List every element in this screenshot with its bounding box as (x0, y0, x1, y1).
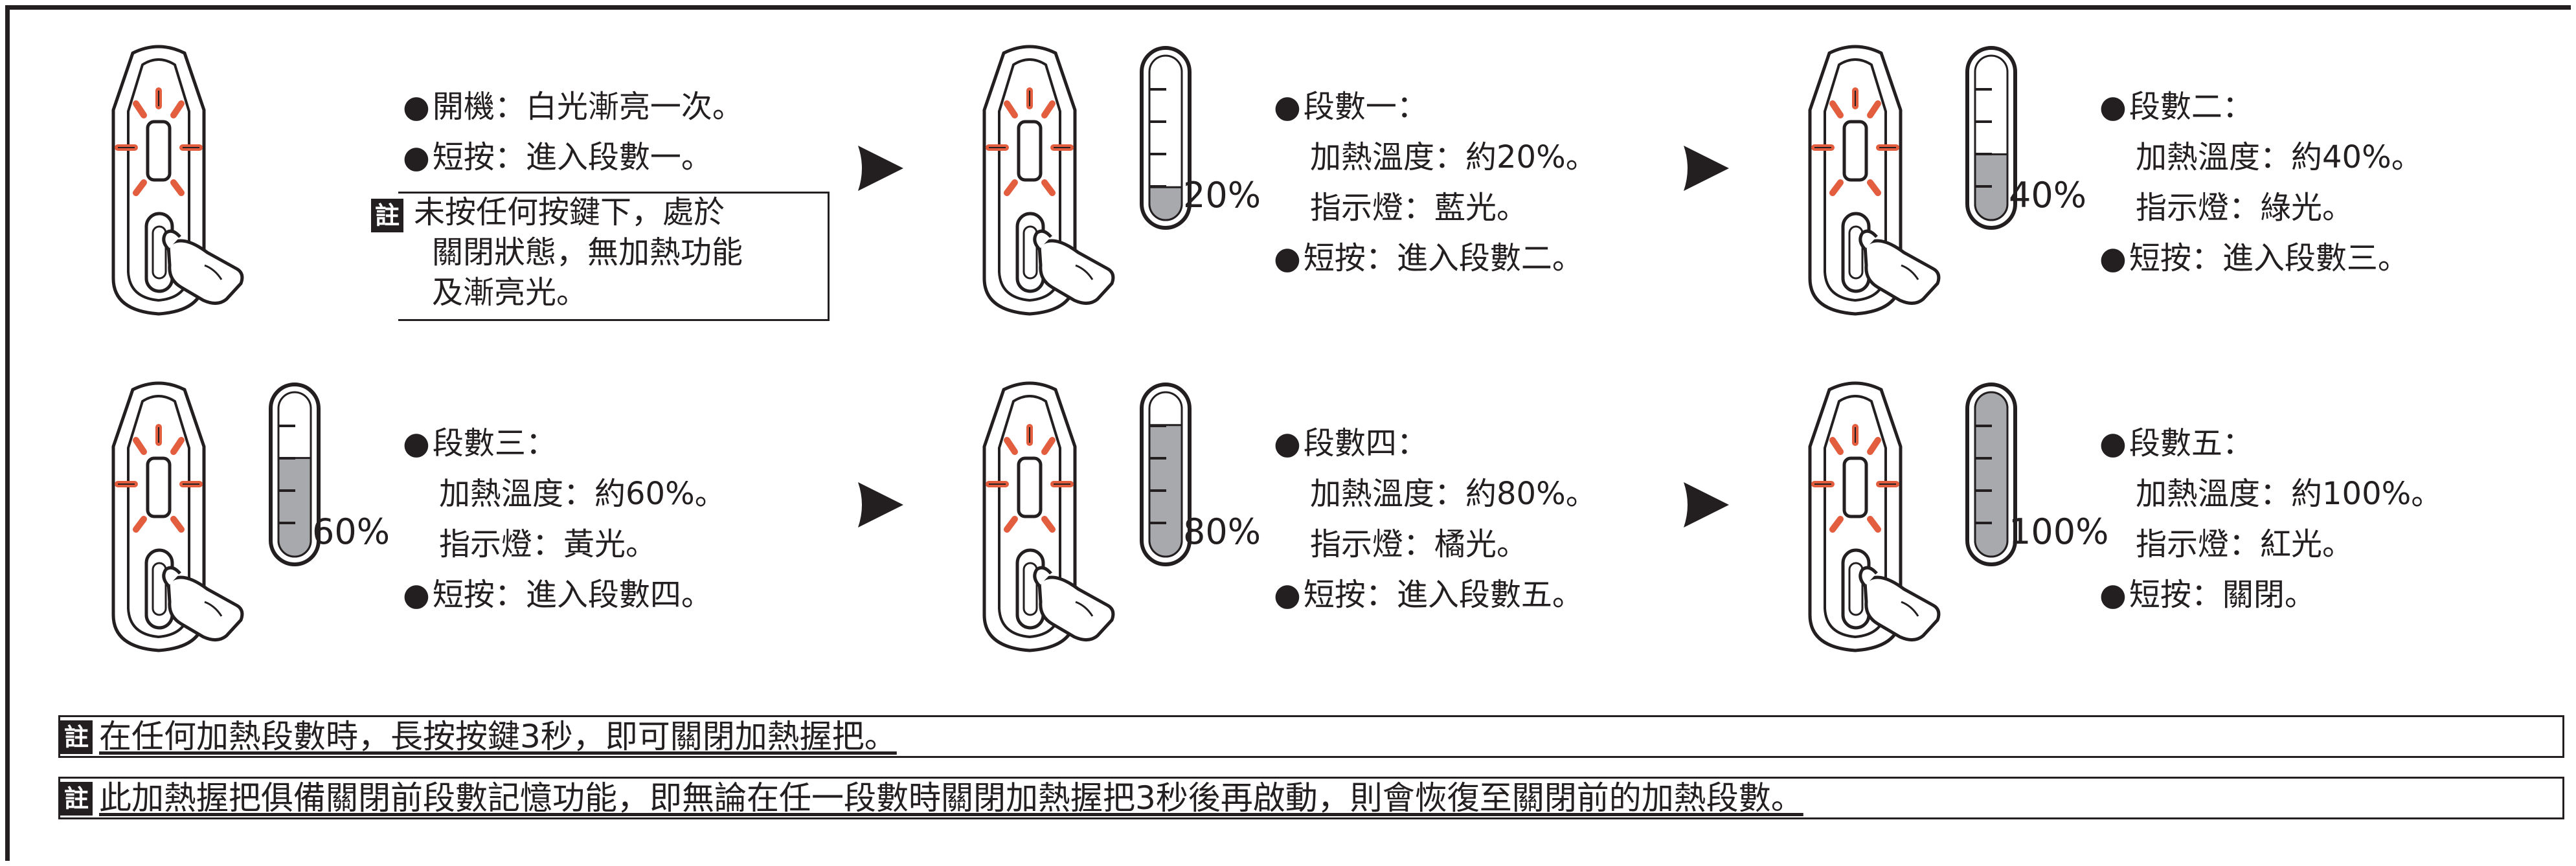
step-level-2: 40% 段數二： 加熱溫度：約40%。 指示燈：綠光。 短按：進入段數三。 (1768, 39, 2576, 375)
heat-percent-label: 60% (312, 511, 390, 552)
arrow-right-icon (1684, 133, 1729, 204)
heat-percent-label: 20% (1183, 175, 1261, 216)
intro-note-box: 註 未按任何按鍵下，處於 關閉狀態，無加熱功能 及漸亮光。 (371, 192, 830, 321)
arrow-right-icon (858, 133, 903, 204)
step-indicator-light: 指示燈：藍光。 (1310, 190, 1528, 226)
handgrip-device-icon (1768, 39, 1943, 317)
step-indicator-light: 指示燈：綠光。 (2136, 190, 2354, 226)
note-tag: 註 (60, 720, 93, 754)
step-short-press: 短按：進入段數五。 (1274, 570, 1597, 620)
gauge-fill (277, 457, 312, 558)
step-title: 段數二： (2099, 82, 2423, 132)
step-title: 段數三： (403, 418, 726, 469)
heat-level-gauge (1965, 46, 2017, 230)
handgrip-device-icon (942, 375, 1117, 654)
arrow-right-icon (1684, 469, 1729, 540)
step-text: 段數一： 加熱溫度：約20%。 指示燈：藍光。 短按：進入段數二。 (1274, 82, 1597, 283)
heat-percent-label: 100% (2009, 511, 2109, 552)
step-temperature: 加熱溫度：約100%。 (2136, 476, 2443, 512)
note-tag: 註 (371, 199, 403, 232)
step-temperature: 加熱溫度：約40%。 (2136, 139, 2423, 175)
heat-level-gauge (269, 383, 321, 566)
step-level-5: 100% 段數五： 加熱溫度：約100%。 指示燈：紅光。 短按：關閉。 (1768, 375, 2576, 712)
step-indicator-light: 指示燈：紅光。 (2136, 526, 2354, 562)
short-press-line: 短按：進入段數一。 (403, 132, 743, 183)
step-indicator-light: 指示燈：橘光。 (1310, 526, 1528, 562)
footer-note-1: 註在任何加熱段數時，長按按鍵3秒，即可關閉加熱握把。 (58, 715, 2564, 758)
heat-level-gauge (1965, 383, 2017, 566)
gauge-fill (1148, 186, 1183, 221)
step-short-press: 短按：進入段數三。 (2099, 233, 2423, 283)
heat-percent-label: 80% (1183, 511, 1261, 552)
page-frame (5, 5, 2571, 861)
handgrip-device-icon (71, 375, 246, 654)
footer-note-text: 此加熱握把俱備關閉前段數記憶功能，即無論在任一段數時關閉加熱握把3秒後再啟動，則… (99, 779, 1803, 817)
step-short-press: 短按：進入段數二。 (1274, 233, 1597, 283)
intro-note-lines: 未按任何按鍵下，處於 關閉狀態，無加熱功能 及漸亮光。 (414, 192, 743, 313)
note-line: 未按任何按鍵下，處於 (414, 194, 725, 230)
step-power-on: 開機：白光漸亮一次。 短按：進入段數一。 註 未按任何按鍵下，處於 關閉狀態，無… (71, 39, 887, 375)
handgrip-device-icon (71, 39, 246, 317)
step-temperature: 加熱溫度：約60%。 (439, 476, 726, 512)
power-on-text: 開機：白光漸亮一次。 短按：進入段數一。 (403, 82, 743, 183)
arrow-right-icon (858, 469, 903, 540)
step-text: 段數五： 加熱溫度：約100%。 指示燈：紅光。 短按：關閉。 (2099, 418, 2442, 620)
note-line: 關閉狀態，無加熱功能 (432, 234, 743, 271)
note-line: 及漸亮光。 (432, 274, 588, 311)
step-indicator-light: 指示燈：黃光。 (439, 526, 657, 562)
step-level-3: 60% 段數三： 加熱溫度：約60%。 指示燈：黃光。 短按：進入段數四。 (71, 375, 887, 712)
step-title: 段數一： (1274, 82, 1597, 132)
footer-note-text: 在任何加熱段數時，長按按鍵3秒，即可關閉加熱握把。 (99, 718, 897, 755)
step-short-press: 短按：進入段數四。 (403, 570, 726, 620)
step-temperature: 加熱溫度：約20%。 (1310, 139, 1597, 175)
step-level-4: 80% 段數四： 加熱溫度：約80%。 指示燈：橘光。 短按：進入段數五。 (942, 375, 1758, 712)
step-temperature: 加熱溫度：約80%。 (1310, 476, 1597, 512)
step-title: 段數五： (2099, 418, 2442, 469)
step-short-press: 短按：關閉。 (2099, 570, 2442, 620)
step-text: 段數二： 加熱溫度：約40%。 指示燈：綠光。 短按：進入段數三。 (2099, 82, 2423, 283)
step-text: 段數四： 加熱溫度：約80%。 指示燈：橘光。 短按：進入段數五。 (1274, 418, 1597, 620)
heat-percent-label: 40% (2009, 175, 2087, 216)
handgrip-device-icon (1768, 375, 1943, 654)
footer-note-2: 註此加熱握把俱備關閉前段數記憶功能，即無論在任一段數時關閉加熱握把3秒後再啟動，… (58, 777, 2564, 819)
step-title: 段數四： (1274, 418, 1597, 469)
step-text: 段數三： 加熱溫度：約60%。 指示燈：黃光。 短按：進入段數四。 (403, 418, 726, 620)
step-level-1: 20% 段數一： 加熱溫度：約20%。 指示燈：藍光。 短按：進入段數二。 (942, 39, 1758, 375)
heat-level-gauge (1140, 383, 1192, 566)
heat-level-gauge (1140, 46, 1192, 230)
note-tag: 註 (60, 781, 93, 816)
power-on-line: 開機：白光漸亮一次。 (403, 82, 743, 132)
handgrip-device-icon (942, 39, 1117, 317)
gauge-fill (1974, 391, 2009, 558)
